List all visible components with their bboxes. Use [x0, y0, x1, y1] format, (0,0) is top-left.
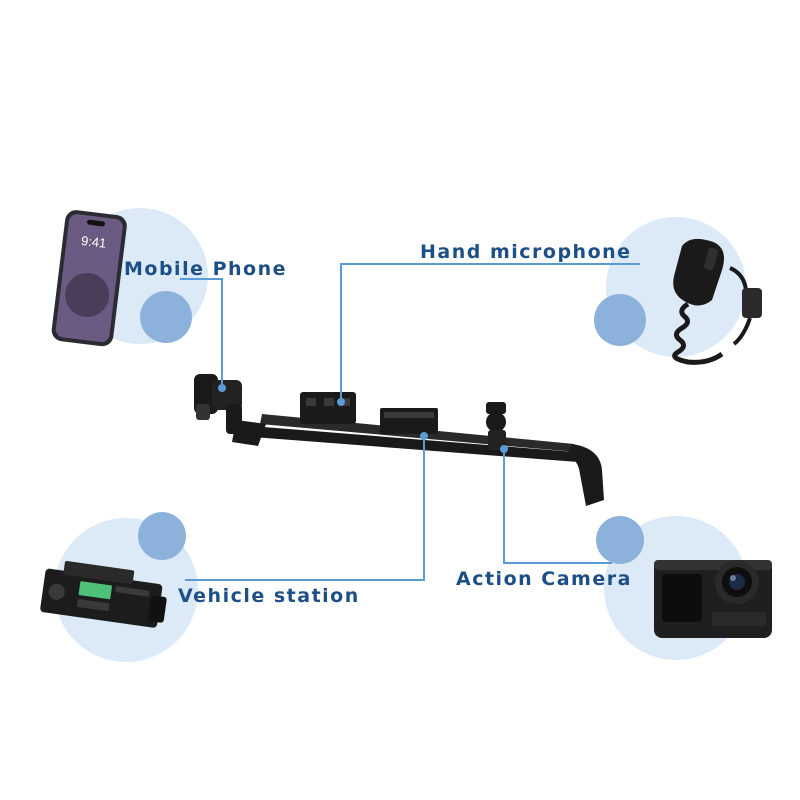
- vehicle-radio-icon: [40, 561, 167, 628]
- camera-circle-small: [596, 516, 644, 564]
- phone-connector-line: [180, 278, 223, 388]
- label-mobile-phone: Mobile Phone: [124, 258, 288, 280]
- hand-microphone-icon: [672, 238, 762, 365]
- mic-circle-small: [594, 294, 646, 346]
- mic-connector-line: [340, 263, 640, 402]
- action-camera-icon: [654, 560, 772, 638]
- vehicle-connector-line: [185, 436, 425, 581]
- vehicle-connector-dot: [420, 432, 428, 440]
- phone-screen-time: 9:41: [80, 233, 107, 251]
- connector-lines: [180, 263, 640, 581]
- smartphone-icon: 9:41: [51, 210, 127, 347]
- mounting-bar-icon: [194, 374, 604, 506]
- label-vehicle-station: Vehicle station: [178, 585, 360, 607]
- camera-connector-line: [503, 449, 612, 564]
- label-hand-microphone: Hand microphone: [420, 241, 632, 263]
- vehicle-circle-small: [138, 512, 186, 560]
- label-action-camera: Action Camera: [456, 568, 632, 590]
- camera-connector-dot: [500, 445, 508, 453]
- phone-circle-small: [140, 291, 192, 343]
- phone-connector-dot: [218, 384, 226, 392]
- mic-connector-dot: [337, 398, 345, 406]
